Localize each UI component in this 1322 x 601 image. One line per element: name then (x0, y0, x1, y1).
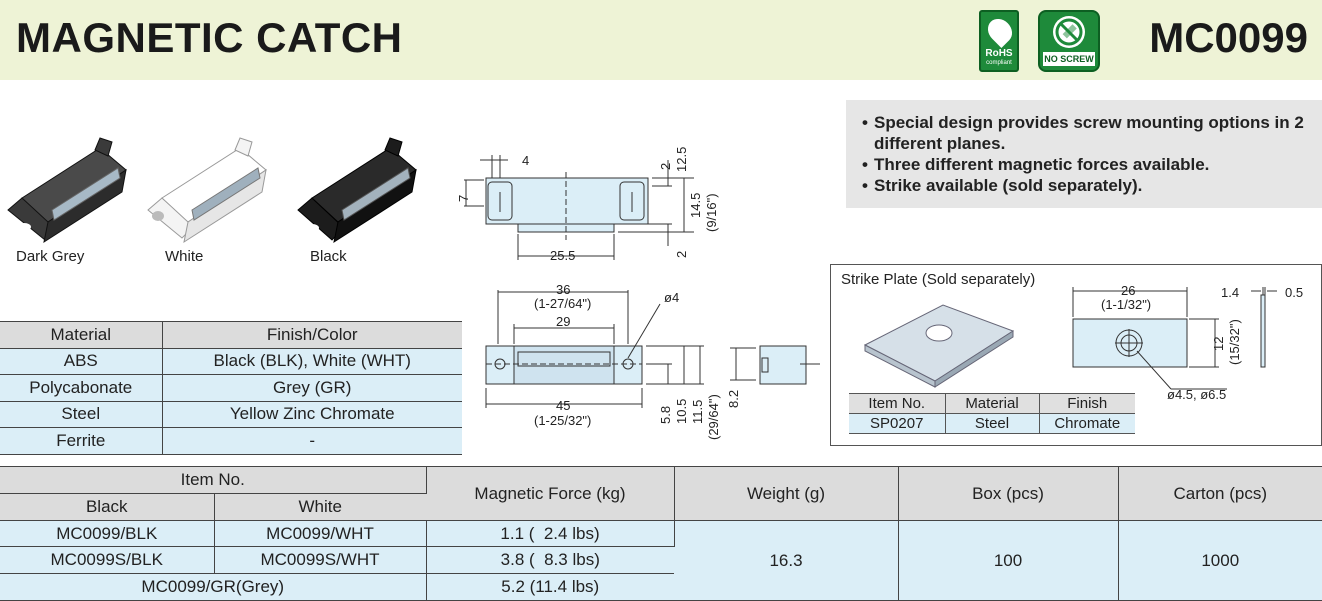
material-cell: Polycabonate (0, 374, 163, 402)
dim-7: 7 (456, 195, 471, 202)
strike-material-cell: Steel (945, 413, 1040, 434)
dim-8-2: 8.2 (726, 390, 741, 408)
material-header: Material (0, 321, 163, 349)
item-black-cell: MC0099S/BLK (0, 546, 215, 574)
box-header: Box (pcs) (898, 466, 1119, 521)
dim-11-5: 11.5 (690, 400, 705, 424)
finish-cell: Yellow Zinc Chromate (162, 401, 462, 428)
feature-list: Special design provides screw mounting o… (846, 100, 1322, 208)
feature-item: Three different magnetic forces availabl… (862, 154, 1308, 175)
carton-header: Carton (pcs) (1118, 466, 1322, 521)
dim-29: 29 (556, 314, 570, 329)
finish-color-header: Finish/Color (162, 321, 462, 349)
strike-finish-cell: Chromate (1039, 413, 1135, 434)
rohs-badge-sublabel: compliant (986, 60, 1012, 66)
strike-item-cell: SP0207 (849, 413, 946, 434)
dim-26-inch: (1-1/32") (1101, 297, 1151, 312)
dim-1-4: 1.4 (1221, 285, 1239, 300)
strike-plate-table: Item No. Material Finish SP0207 Steel Ch… (849, 393, 1135, 434)
dim-12: 12 (1211, 337, 1226, 351)
item-no-header: Item No. (0, 466, 427, 494)
material-cell: Steel (0, 401, 163, 428)
magnetic-force-header: Magnetic Force (kg) (426, 466, 675, 521)
force-cell: 3.8 ( 8.3 lbs) (426, 546, 674, 574)
material-cell: ABS (0, 348, 163, 375)
no-screw-badge-icon: NO SCREW (1038, 10, 1100, 72)
dim-2-bottom: 2 (674, 251, 689, 258)
dim-0-5: 0.5 (1285, 285, 1303, 300)
dim-9-16: (9/16") (704, 193, 719, 232)
dim-25-5: 25.5 (550, 248, 575, 263)
dim-45-inch: (1-25/32") (534, 413, 591, 428)
dim-14-5: 14.5 (688, 193, 703, 218)
item-black-cell: MC0099/BLK (0, 520, 215, 547)
material-cell: Ferrite (0, 427, 163, 455)
dim-4: 4 (522, 153, 529, 168)
dim-hole-diameters: ø4.5, ø6.5 (1167, 387, 1226, 402)
white-header: White (214, 493, 426, 521)
page-title: MAGNETIC CATCH (16, 14, 403, 61)
technical-drawing: 4 2 12.5 7 14.5 (9/16") 2 25.5 36 (456, 147, 820, 440)
strike-material-header: Material (945, 393, 1040, 414)
force-cell: 5.2 (11.4 lbs) (426, 573, 674, 601)
rohs-badge-label: RoHS (985, 48, 1013, 59)
strike-plate-title: Strike Plate (Sold separately) (841, 271, 1036, 288)
product-photo-dark-grey (7, 137, 127, 244)
no-screw-symbol-icon (1053, 16, 1085, 48)
carton-cell: 1000 (1118, 520, 1322, 601)
product-table: Item No. Magnetic Force (kg) Weight (g) … (0, 466, 1322, 601)
product-label-white: White (165, 248, 204, 265)
item-white-cell: MC0099/WHT (214, 520, 427, 547)
rohs-badge-icon: RoHS compliant (979, 10, 1019, 72)
model-number: MC0099 (1149, 14, 1308, 61)
feature-item: Special design provides screw mounting o… (862, 112, 1308, 154)
product-photos (7, 137, 417, 244)
front-view-drawing (485, 290, 820, 408)
force-cell: 1.1 ( 2.4 lbs) (426, 520, 675, 547)
feature-item: Strike available (sold separately). (862, 175, 1308, 196)
dim-45: 45 (556, 398, 570, 413)
dim-12-5: 12.5 (674, 147, 689, 172)
dim-5-8: 5.8 (658, 406, 673, 424)
product-photo-black (297, 137, 417, 244)
product-label-black: Black (310, 248, 347, 265)
dim-36: 36 (556, 282, 570, 297)
product-photo-white (147, 137, 267, 244)
top-view-drawing (464, 155, 694, 260)
strike-plate-panel: Strike Plate (Sold separately) (830, 264, 1322, 446)
weight-header: Weight (g) (674, 466, 899, 521)
weight-cell: 16.3 (674, 520, 899, 601)
no-screw-badge-label: NO SCREW (1043, 52, 1095, 66)
dim-29-64: (29/64") (706, 394, 721, 440)
strike-plate-drawing: 26 (1-1/32") 12 (15/32") ø4.5, ø6.5 1.4 … (863, 283, 1303, 402)
strike-finish-header: Finish (1039, 393, 1135, 414)
strike-plate-photo (863, 304, 1015, 388)
leaf-icon (983, 14, 1017, 48)
material-table: Material Finish/Color ABS Black (BLK), W… (0, 321, 462, 455)
product-label-dark-grey: Dark Grey (16, 248, 85, 265)
dim-10-5: 10.5 (674, 399, 689, 424)
finish-cell: Grey (GR) (162, 374, 462, 402)
dim-2-top: 2 (658, 163, 673, 170)
box-cell: 100 (898, 520, 1119, 601)
header-banner: MAGNETIC CATCH RoHS compliant NO SCREW M… (0, 0, 1322, 80)
black-header: Black (0, 493, 215, 521)
finish-cell: Black (BLK), White (WHT) (162, 348, 462, 375)
item-white-cell: MC0099S/WHT (214, 546, 427, 574)
dim-36-inch: (1-27/64") (534, 296, 591, 311)
dim-phi4: ø4 (664, 290, 679, 305)
finish-cell: - (162, 427, 462, 455)
dim-26: 26 (1121, 283, 1135, 298)
item-grey-cell: MC0099/GR(Grey) (0, 573, 427, 601)
strike-item-header: Item No. (849, 393, 946, 414)
dim-15-32: (15/32") (1227, 319, 1242, 365)
strike-plate-dimension-lines (1072, 287, 1277, 390)
